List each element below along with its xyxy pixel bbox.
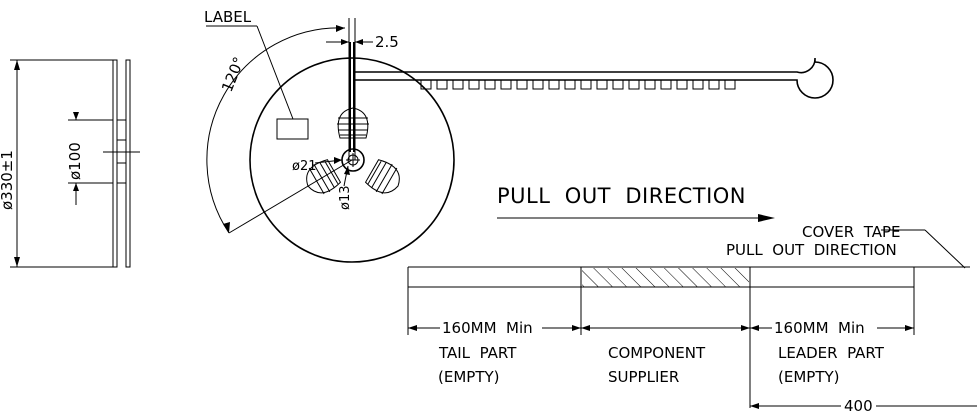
reel-outer-circle [249, 57, 455, 263]
tape-strip [355, 57, 834, 99]
front-view: 2.5 LABEL 120° [204, 8, 455, 263]
slot-width-label: 2.5 [375, 33, 399, 51]
tape-pockets [420, 79, 736, 90]
total-dimension: 400 [750, 397, 977, 414]
angle-arc [206, 27, 346, 234]
arbor-hole-label: ø13 [338, 186, 353, 211]
cover-tape-label: COVER TAPE [802, 223, 901, 241]
tail-dimension-label: 160MM Min [442, 319, 533, 337]
reel-dia-label: ø330±1 [0, 150, 16, 210]
total-dimension-label: 400 [844, 397, 873, 414]
label-leader [256, 25, 294, 120]
component-hatch [582, 268, 749, 287]
hub-spoke-top [337, 107, 369, 139]
pull-out-direction: PULL OUT DIRECTION [497, 184, 775, 222]
carrier-tape [355, 57, 834, 99]
label-callout: LABEL [204, 8, 252, 26]
pull-out-direction-label: PULL OUT DIRECTION [497, 184, 746, 208]
supplier-label: SUPPLIER [608, 368, 679, 386]
hub-spoke-left [364, 159, 400, 195]
section-dimensions: 160MM Min 160MM Min [408, 319, 914, 337]
reel-flange-left [112, 59, 118, 268]
angle-label: 120° [218, 54, 248, 94]
side-view: ø330±1 ø100 [0, 59, 140, 268]
tail-part-label: TAIL PART [438, 344, 517, 362]
cover-tape-line [924, 229, 966, 269]
hub-dia-label: ø100 [66, 142, 84, 180]
cover-tape-direction-label: PULL OUT DIRECTION [726, 241, 897, 259]
leader-part-label: LEADER PART [778, 344, 885, 362]
tail-empty-label: (EMPTY) [438, 368, 500, 386]
leader-dimension-label: 160MM Min [774, 319, 865, 337]
label-box [276, 118, 309, 140]
tape-strip-diagram: COVER TAPE PULL OUT DIRECTION [407, 223, 970, 408]
hub-ring-label: ø21 [292, 159, 317, 174]
leader-empty-label: (EMPTY) [778, 368, 840, 386]
pull-out-arrowhead [758, 214, 775, 222]
component-label: COMPONENT [608, 344, 706, 362]
reel-flange-right [125, 59, 131, 268]
